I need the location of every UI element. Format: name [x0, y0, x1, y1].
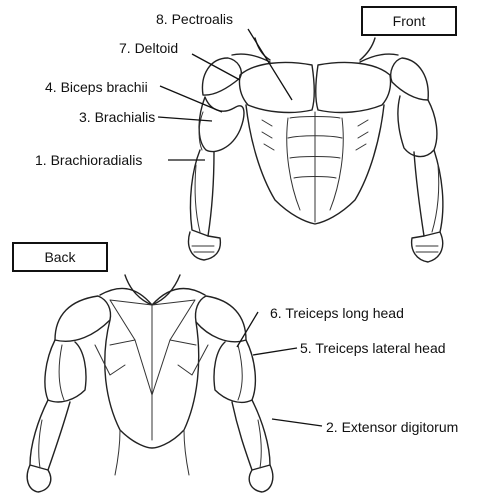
label-pectroalis: 8. Pectroalis — [156, 11, 233, 27]
label-triceps-long-head: 6. Treiceps long head — [270, 305, 404, 321]
back-view-label: Back — [44, 249, 76, 265]
back-view-box: Back — [13, 243, 107, 271]
label-biceps-brachii: 4. Biceps brachii — [45, 79, 148, 95]
front-figure — [189, 38, 443, 262]
label-deltoid: 7. Deltoid — [119, 40, 178, 56]
back-figure — [27, 275, 273, 492]
label-brachialis: 3. Brachialis — [79, 109, 155, 125]
label-triceps-lateral-head: 5. Treiceps lateral head — [300, 340, 446, 356]
front-view-box: Front — [362, 7, 456, 35]
label-brachioradialis: 1. Brachioradialis — [35, 152, 142, 168]
label-extensor-digitorum: 2. Extensor digitorum — [326, 419, 458, 435]
front-view-label: Front — [393, 13, 426, 29]
